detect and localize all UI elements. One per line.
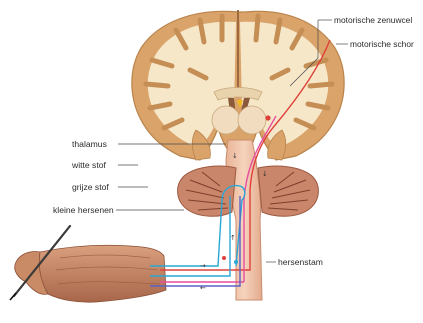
label-thalamus: thalamus (72, 139, 107, 149)
svg-text:↓: ↓ (262, 170, 268, 178)
thalamus-structure (212, 106, 240, 134)
arm-hand (10, 226, 166, 302)
label-cerebellum: kleine hersenen (53, 205, 114, 215)
pen-tip (10, 293, 16, 300)
forearm (35, 245, 166, 302)
label-motor-neuron: motorische zenuwcel (334, 15, 412, 25)
synapse-dot (222, 256, 226, 260)
label-gray-matter: grijze stof (72, 182, 109, 192)
motor-neuron-cell (265, 115, 270, 120)
label-white-matter: witte stof (71, 160, 107, 170)
cerebellum-left (178, 166, 236, 216)
cerebrum (132, 10, 344, 160)
thalamus-structure-right (238, 106, 266, 134)
svg-text:←: ← (200, 284, 206, 292)
svg-text:↑: ↑ (230, 234, 236, 242)
label-brainstem: hersenstam (278, 257, 323, 267)
label-motor-cortex: motorische schor (350, 39, 414, 49)
synapse-dot-blue (234, 260, 238, 264)
svg-text:→: → (200, 262, 206, 270)
svg-text:↓: ↓ (232, 152, 238, 160)
